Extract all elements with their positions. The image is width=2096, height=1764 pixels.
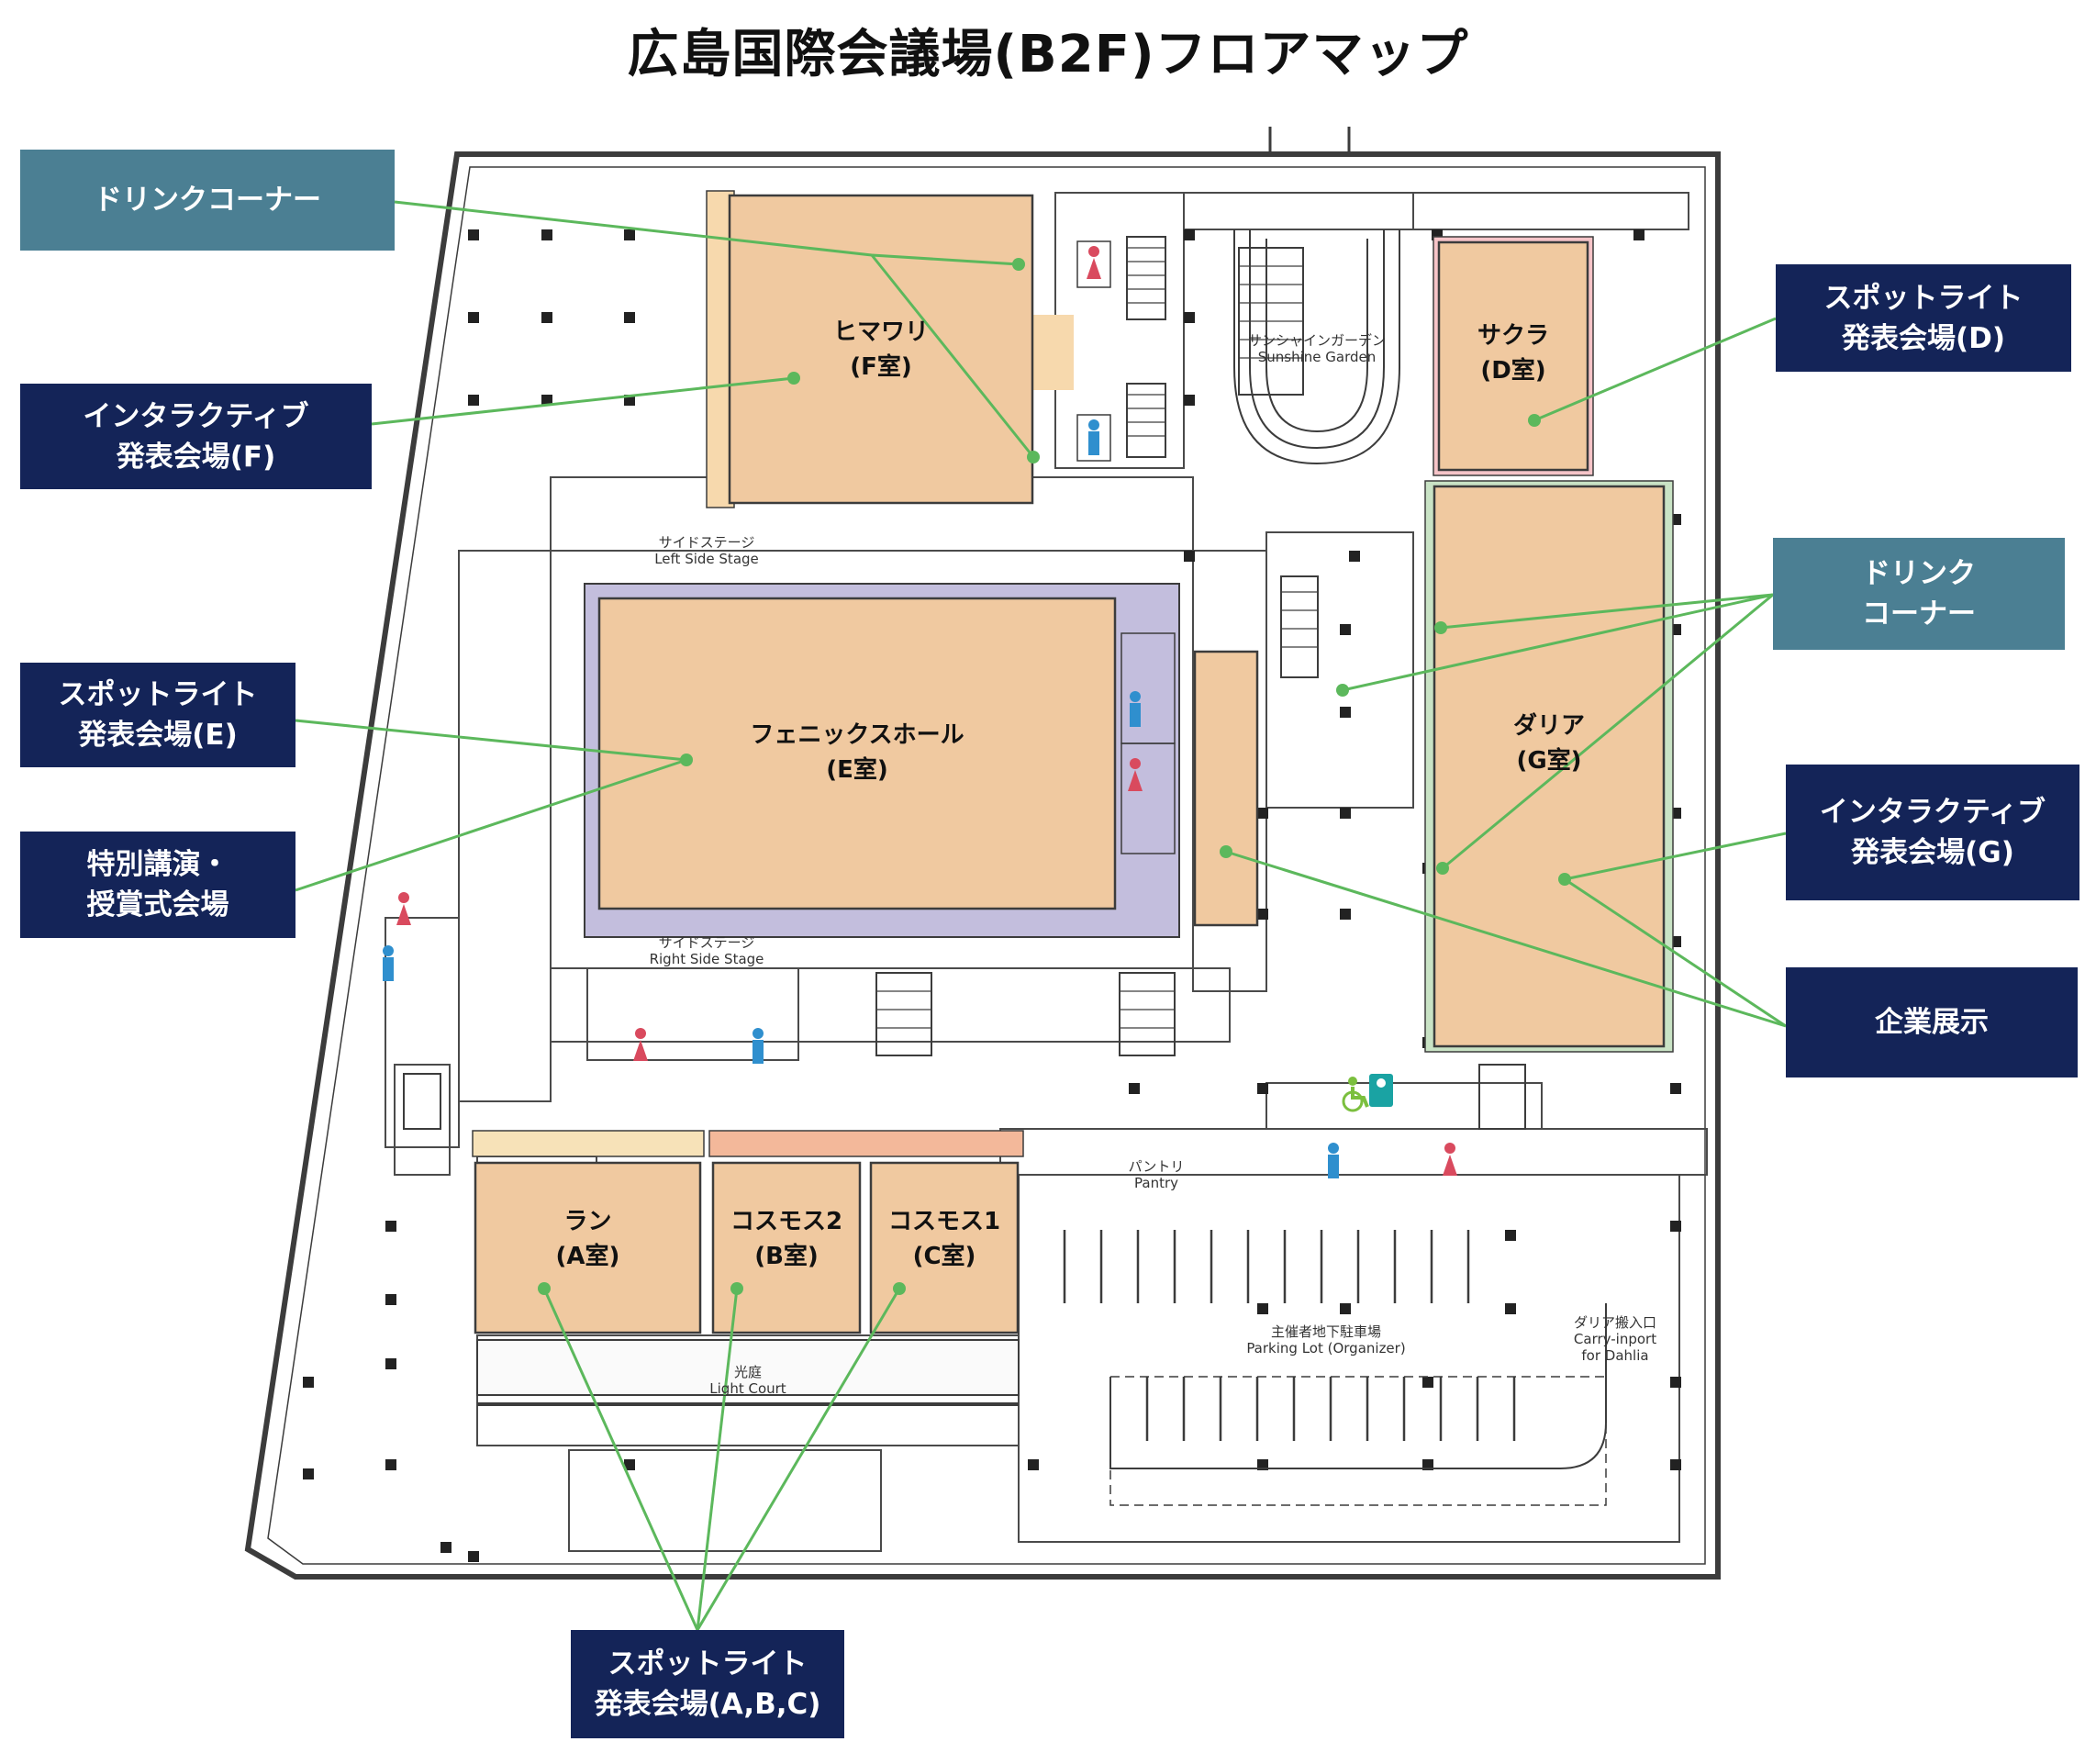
ran-foyer-strip [472,1130,705,1157]
parking-ramp [1109,1376,1607,1506]
right-side-stage-label-ja: サイドステージ [658,934,755,951]
womens-restroom-icon [396,892,411,925]
womens-restroom-icon [1443,1143,1457,1176]
page-title: 広島国際会議場(B2F)フロアマップ [627,25,1469,84]
womens-restroom-icon [633,1028,648,1061]
dahlia-carry-in-label-en2: for Dahlia [1581,1347,1649,1364]
room-himawari [728,194,1034,505]
room-dahlia [1433,485,1666,1048]
callout-line: インタラクティブ [1819,796,2046,829]
room-sakura [1437,240,1589,472]
callout-special-lecture: 特別講演・ 授賞式会場 [20,832,295,938]
mens-restroom-icon [383,945,394,981]
parking-lot-label-en: Parking Lot (Organizer) [1246,1340,1406,1356]
dahlia-carry-in-label: ダリア搬入口 Carry-inport for Dahlia [1551,1314,1679,1364]
callout-line: ドリンクコーナー [94,184,321,217]
stair-treads [876,247,1318,1029]
callout-interactive-g: インタラクティブ 発表会場(G) [1786,765,2079,900]
callout-line: スポットライト [608,1647,808,1680]
columns [303,229,1681,1562]
cosmos-foyer-strip [708,1130,1024,1157]
sunshine-garden-label-en: Sunshine Garden [1257,349,1377,365]
callout-line: 発表会場(F) [116,440,276,474]
mens-restroom-icon [1130,691,1141,727]
callout-line: 発表会場(G) [1851,836,2014,869]
mens-restroom-icon [1076,414,1111,462]
sunshine-garden-label: サンシャインガーデン Sunshine Garden [1230,332,1404,365]
sunshine-garden-label-ja: サンシャインガーデン [1247,332,1386,349]
room-phoenix [597,597,1117,910]
callout-line: ドリンク [1862,557,1976,590]
callout-line: コーナー [1862,597,1976,631]
pantry-label-en: Pantry [1134,1175,1178,1191]
light-court [476,1339,1020,1396]
himawari-door-strip [1030,315,1074,390]
callout-line: インタラクティブ [83,399,309,433]
callout-line: 発表会場(A,B,C) [594,1688,821,1721]
room-shapes [474,194,1666,1334]
accessible-restroom-icon [1342,1074,1393,1112]
light-court-label-ja: 光庭 [733,1364,762,1380]
light-court-label-en: Light Court [709,1380,786,1397]
leader-dots [538,258,1571,1295]
callout-line: 企業展示 [1875,1006,1989,1039]
parking-lot-label: 主催者地下駐車場 Parking Lot (Organizer) [1221,1323,1432,1356]
light-court-label: 光庭 Light Court [697,1364,798,1397]
mens-restroom-icon [1328,1143,1339,1178]
pantry-label: パントリ Pantry [1120,1158,1193,1191]
exhibit-area [1193,650,1259,927]
pantry-label-ja: パントリ [1128,1158,1185,1175]
callout-drink-corner-left: ドリンクコーナー [20,150,395,251]
dahlia-carry-in-label-ja: ダリア搬入口 [1573,1314,1656,1331]
leader-lines [295,200,1787,1631]
callout-spotlight-d: スポットライト 発表会場(D) [1776,264,2071,372]
callout-line: 特別講演・ [86,848,229,881]
room-cosmos1 [869,1161,1020,1334]
left-side-stage-label-ja: サイドステージ [658,534,755,551]
phoenix-backstage [1120,632,1176,854]
parking-lot-label-ja: 主催者地下駐車場 [1270,1323,1381,1340]
sunshine-garden [1233,229,1400,465]
callout-line: 発表会場(E) [78,719,238,752]
womens-restroom-icon [1128,758,1143,791]
right-side-stage-label-en: Right Side Stage [649,951,764,967]
womens-restroom-icon [1076,240,1111,288]
mens-restroom-icon [753,1028,764,1064]
left-side-stage-label: サイドステージ Left Side Stage [633,534,780,567]
dahlia-carry-in-label-en1: Carry-inport [1573,1331,1657,1347]
callout-line: スポットライト [1823,281,2024,315]
callout-corporate-exhibit: 企業展示 [1786,967,2078,1077]
callout-spotlight-abc: スポットライト 発表会場(A,B,C) [571,1630,844,1738]
callout-line: 授賞式会場 [86,888,229,921]
callout-spotlight-e: スポットライト 発表会場(E) [20,663,295,767]
callout-line: 発表会場(D) [1841,321,2006,355]
callout-interactive-f: インタラクティブ 発表会場(F) [20,384,372,489]
room-cosmos2 [711,1161,862,1334]
building-outline [244,127,1721,1580]
callout-drink-corner-right: ドリンク コーナー [1773,538,2065,650]
room-ran [474,1161,702,1334]
left-side-stage-label-en: Left Side Stage [654,551,759,567]
right-side-stage-label: サイドステージ Right Side Stage [633,934,780,967]
parking-bays [1063,1230,1516,1441]
callout-line: スポットライト [58,678,258,711]
